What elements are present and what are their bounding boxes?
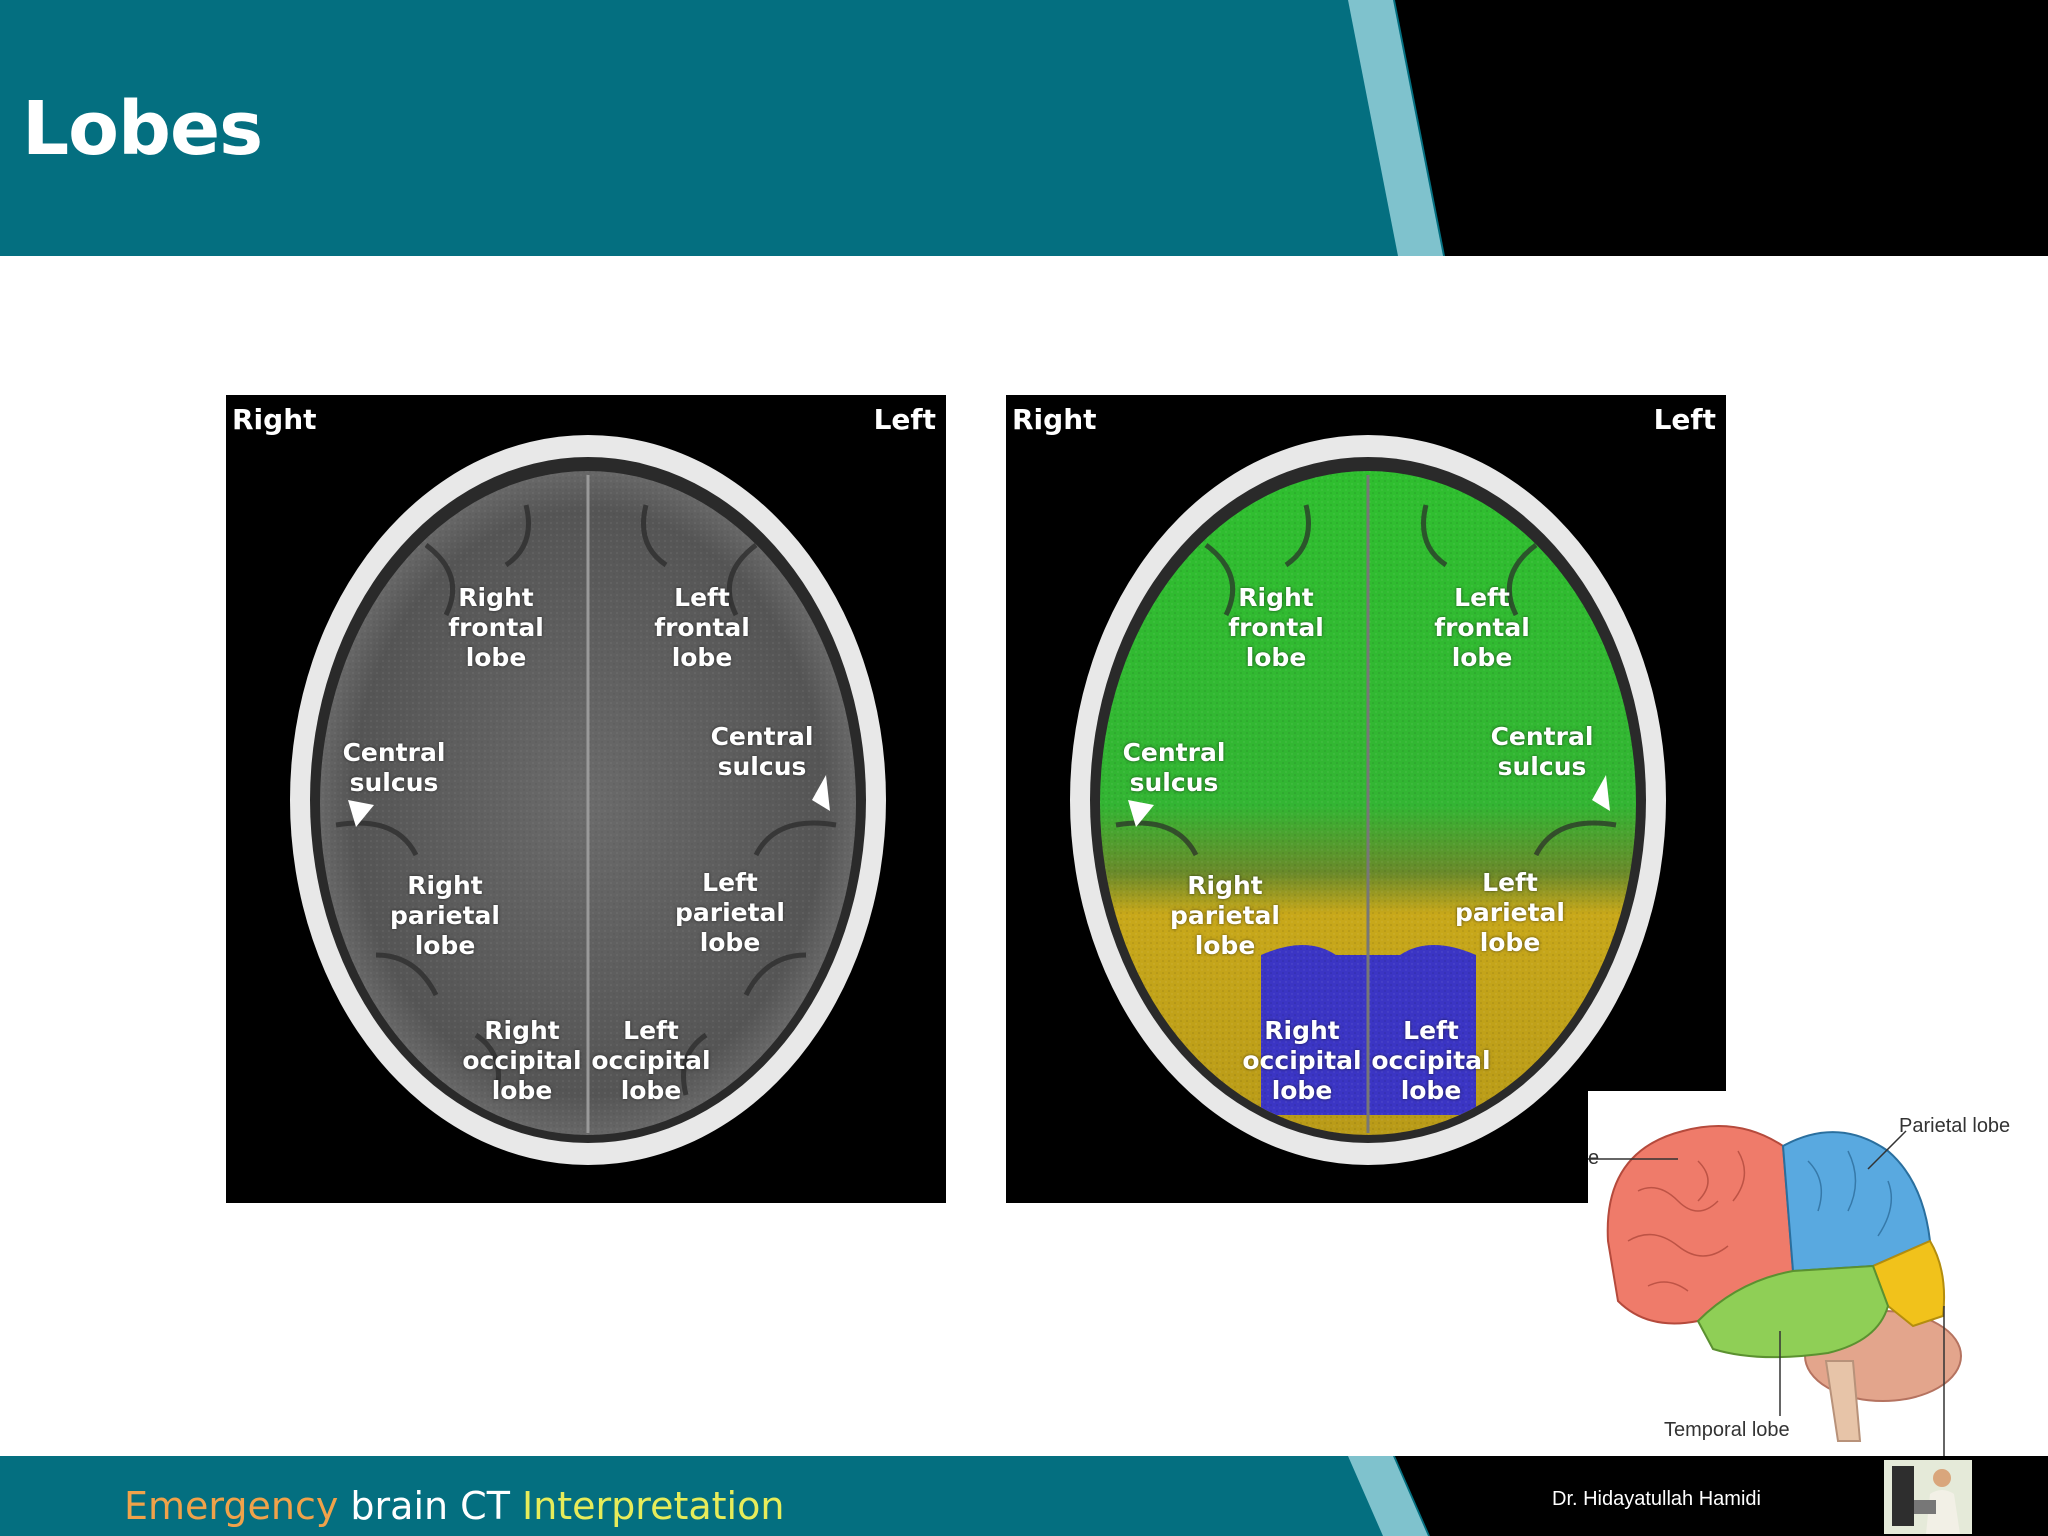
occipital-lobe-region: [1871, 1239, 1946, 1328]
orientation-right: Right: [232, 403, 317, 436]
inset-label-cut: e: [1588, 1147, 1600, 1169]
footer-course-title: Emergency brain CT Interpretation: [124, 1484, 784, 1528]
lateral-brain-illustration: [1588, 1125, 1962, 1456]
author-photo: [1884, 1460, 1972, 1534]
arrowhead-right-central-sulcus: [348, 800, 374, 827]
orientation-right: Right: [1012, 403, 1097, 436]
lateral-brain-diagram: e Parietal lobe Temporal lobe: [1588, 1091, 2018, 1456]
orientation-left: Left: [873, 403, 936, 436]
inset-label-temporal: Temporal lobe: [1664, 1419, 1790, 1441]
parietal-lobe-region: [1781, 1131, 1932, 1273]
arrowhead-left-central-sulcus: [1592, 775, 1610, 811]
orientation-left: Left: [1653, 403, 1716, 436]
ct-grayscale-image: [290, 435, 886, 1165]
arrowhead-left-central-sulcus: [812, 775, 830, 811]
footer-title-interpretation: Interpretation: [521, 1484, 785, 1528]
ct-color-image: [1070, 435, 1666, 1165]
brainstem: [1824, 1360, 1862, 1442]
leader-parietal: [1867, 1130, 1907, 1170]
footer-author: Dr. Hidayatullah Hamidi: [1552, 1488, 1761, 1510]
inset-label-parietal: Parietal lobe: [1899, 1115, 2011, 1137]
footer-title-emergency: Emergency: [124, 1484, 339, 1528]
arrowhead-right-central-sulcus: [1128, 800, 1154, 827]
slide-title: Lobes: [22, 86, 263, 172]
author-photo-illustration: [1884, 1460, 1972, 1534]
temporal-lobe-region: [1696, 1264, 1890, 1359]
footer-title-brain-ct: brain CT: [338, 1484, 522, 1528]
header-black-corner: [1395, 0, 2048, 256]
